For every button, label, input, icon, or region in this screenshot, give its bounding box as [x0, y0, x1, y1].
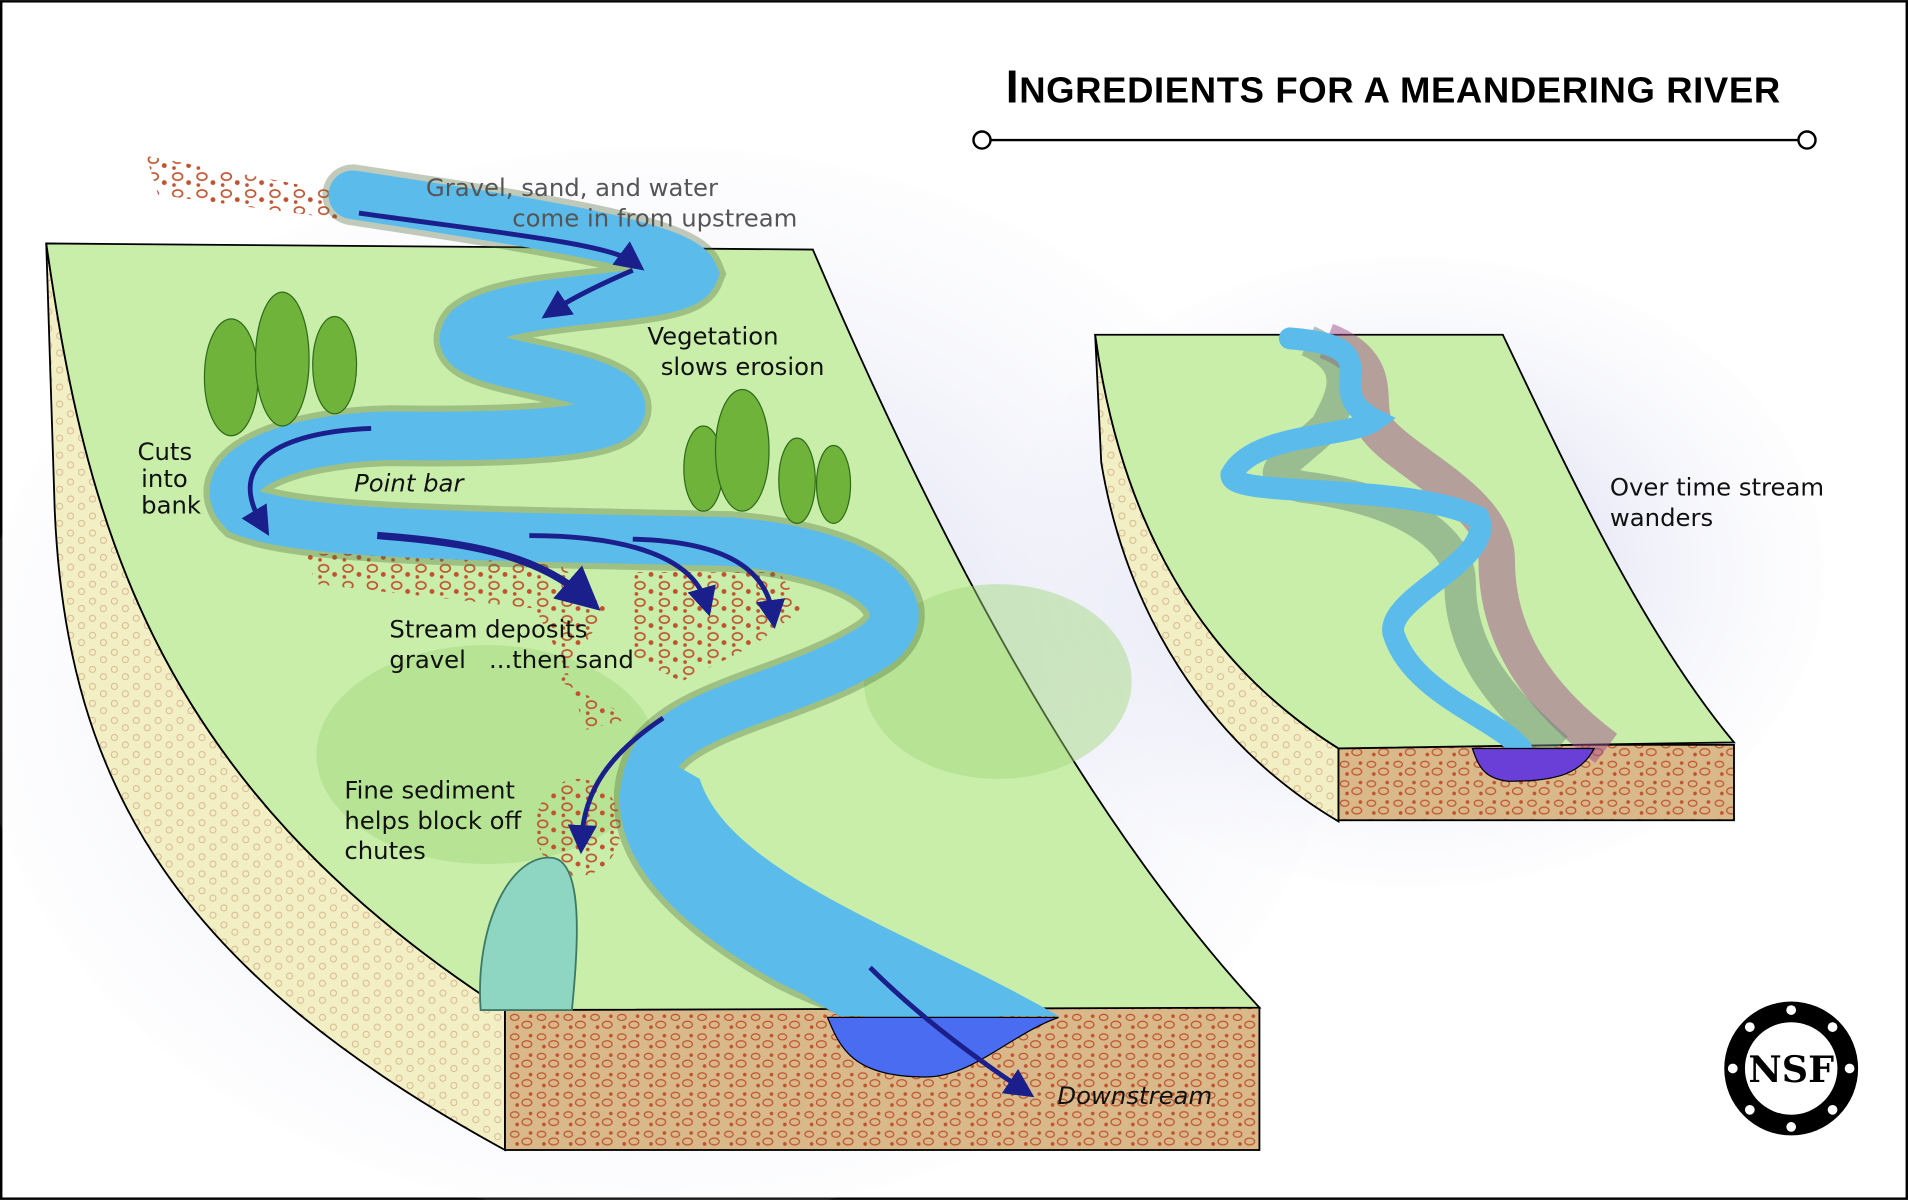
trees-left: [203, 291, 358, 437]
upstream-sediment: [146, 155, 353, 220]
label-wanders-line1: Over time stream: [1610, 472, 1824, 501]
label-cuts-line2: into: [141, 464, 188, 493]
diagram-title: INGREDIENTS FOR A MEANDERING RIVER: [1006, 60, 1781, 112]
channel-cross-section: [826, 1016, 1059, 1078]
flow-arrow: [358, 210, 645, 271]
flow-arrow: [567, 716, 665, 855]
flow-arrow: [376, 531, 601, 611]
label-downstream: Downstream: [1057, 1081, 1212, 1110]
trees-right: [683, 388, 852, 524]
flow-arrow: [529, 533, 716, 617]
title-rule: [972, 130, 1817, 150]
cut-off-chute: [479, 856, 578, 1011]
label-point-bar: Point bar: [354, 469, 465, 498]
label-wanders-line2: wanders: [1610, 503, 1713, 532]
label-cuts-line1: Cuts: [138, 437, 193, 466]
label-fine-line3: chutes: [344, 836, 425, 865]
river-widening: [644, 754, 1059, 1017]
nsf-logo-text: NSF: [1748, 1048, 1834, 1091]
flow-arrow: [541, 268, 634, 319]
right-river: [1220, 327, 1532, 760]
left-block: Gravel, sand, and water come in from ups…: [45, 155, 1262, 1152]
flow-arrow: [868, 965, 1035, 1098]
flow-arrows: [241, 210, 1035, 1098]
right-channel-section: [1471, 747, 1596, 782]
gravel-deposit: [304, 553, 633, 731]
nsf-logo: NSF: [1724, 1001, 1859, 1136]
label-deposits-line1: Stream deposits: [389, 615, 587, 644]
label-deposits-line2: gravel ...then sand: [389, 645, 633, 674]
label-fine-line2: helps block off: [344, 806, 522, 835]
label-fine-line1: Fine sediment: [344, 775, 515, 804]
label-cuts-line3: bank: [141, 491, 202, 520]
flow-arrow: [241, 425, 372, 536]
flow-arrow: [632, 536, 786, 630]
label-vegetation-line1: Vegetation: [647, 321, 778, 350]
vegetation-shading: [863, 584, 1132, 779]
right-block: Over time stream wanders: [1094, 323, 1824, 824]
label-vegetation-line2: slows erosion: [661, 352, 825, 381]
label-upstream-line1: Gravel, sand, and water: [426, 173, 718, 202]
label-upstream-line2: come in from upstream: [512, 203, 797, 232]
